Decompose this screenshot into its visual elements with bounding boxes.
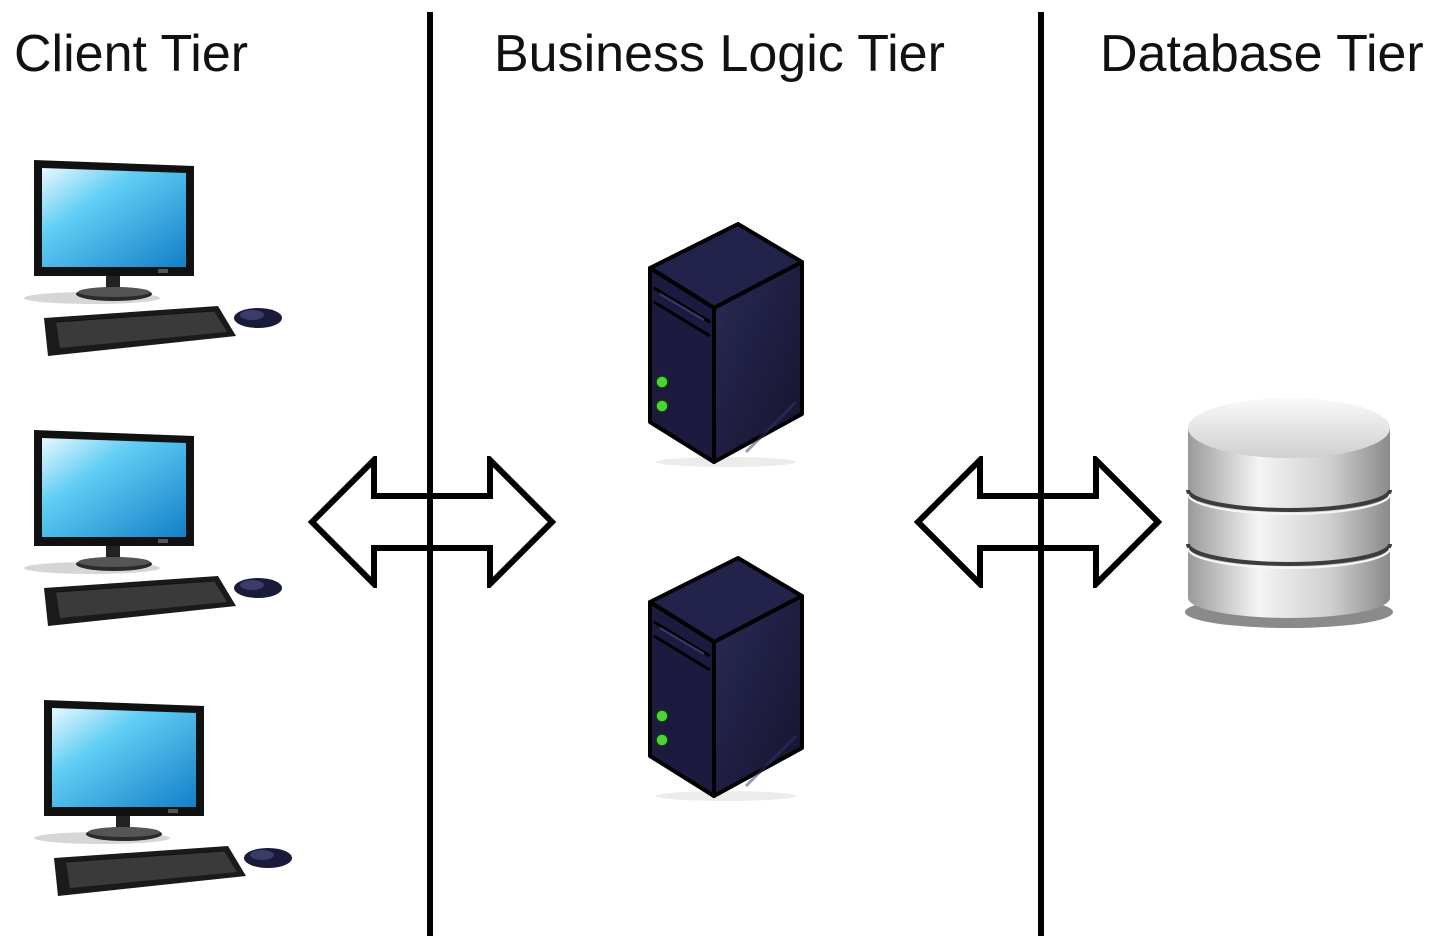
- desktop-computer-icon: [32, 700, 302, 900]
- tier-divider-right-overlay: [1038, 458, 1044, 586]
- business-logic-tier-title: Business Logic Tier: [494, 25, 945, 83]
- tier-divider-left-overlay: [427, 458, 433, 586]
- desktop-computer-icon: [22, 160, 292, 360]
- database-cylinder-icon: [1184, 394, 1394, 630]
- client-tier-title: Client Tier: [14, 25, 249, 83]
- server-tower-icon: [646, 556, 806, 802]
- database-tier-title: Database Tier: [1100, 25, 1424, 83]
- server-tower-icon: [646, 222, 806, 468]
- desktop-computer-icon: [22, 430, 292, 630]
